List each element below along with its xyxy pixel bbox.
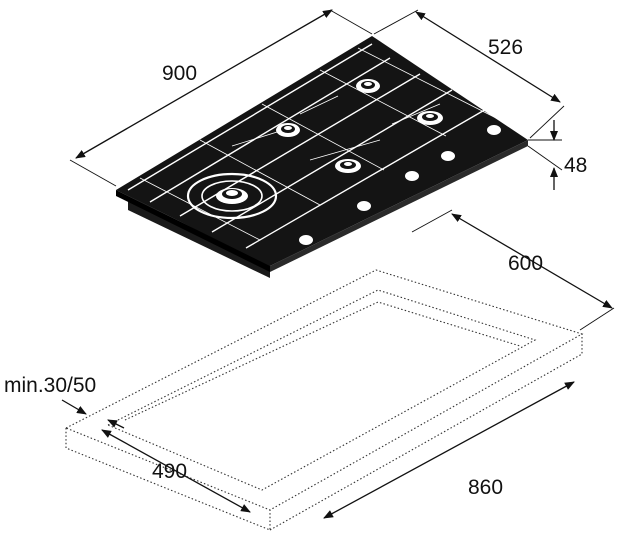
knob-icon	[299, 235, 313, 245]
grate-cross	[319, 69, 447, 137]
dimension-hob-height: 48	[527, 120, 587, 190]
glass-edge-front	[116, 190, 270, 272]
knob-icon	[405, 171, 419, 181]
dimension-cutout-depth: 490	[101, 429, 251, 513]
dim-label-490: 490	[152, 460, 187, 483]
dim-label-860: 860	[468, 476, 503, 499]
burner-icon	[335, 159, 361, 173]
dimension-hob-depth: 526	[373, 9, 565, 139]
dim-label-900: 900	[162, 62, 197, 85]
burner-icon	[417, 111, 443, 125]
countertop-right-face	[269, 334, 583, 531]
grate-rail	[211, 89, 453, 233]
cutout-inner-wall	[124, 301, 521, 421]
burner-icon	[356, 79, 380, 93]
burner-icon	[276, 123, 300, 137]
dim-label-48: 48	[564, 154, 587, 177]
knob-icon	[441, 151, 455, 161]
countertop-cutout	[64, 269, 584, 531]
glass-edge-right	[270, 140, 528, 272]
dim-label-min-clearance: min.30/50	[4, 374, 96, 397]
countertop-outer-top	[64, 269, 584, 511]
grate-rail	[245, 107, 489, 249]
dimension-cutout-outer-depth: 600	[411, 209, 615, 331]
knob-icon	[487, 125, 501, 135]
dimension-min-clearance: min.30/50	[4, 374, 125, 429]
dimension-cutout-width: 860	[323, 381, 575, 519]
dim-label-526: 526	[488, 36, 523, 59]
control-knobs	[299, 125, 501, 245]
wok-burner-icon	[186, 172, 278, 220]
dimension-hob-width: 900	[69, 9, 373, 187]
dim-label-600: 600	[508, 252, 543, 275]
knob-icon	[357, 201, 371, 211]
grate-cross	[139, 177, 261, 241]
